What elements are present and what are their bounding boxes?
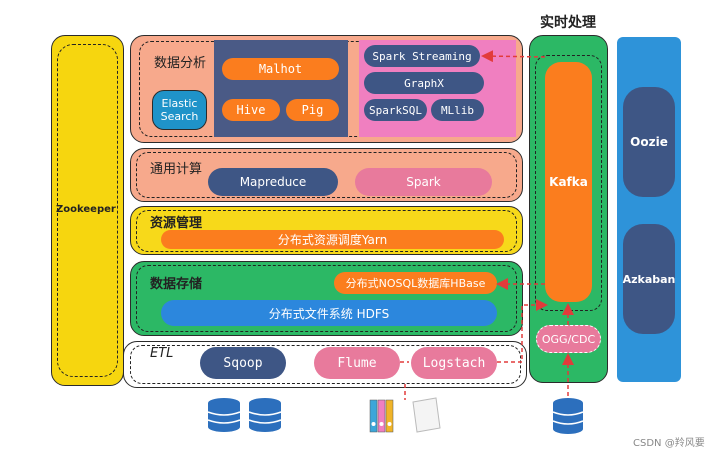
zookeeper-label: Zookeeper bbox=[56, 204, 116, 215]
mllib-node: MLlib bbox=[431, 99, 484, 121]
kafka-node: Kafka bbox=[545, 62, 592, 302]
zookeeper-panel: Zookeeper bbox=[51, 35, 124, 386]
malhot-node: Malhot bbox=[222, 58, 339, 80]
analysis-title: 数据分析 bbox=[154, 56, 207, 71]
logstach-node: Logstach bbox=[411, 347, 497, 379]
yarn-node: 分布式资源调度Yarn bbox=[161, 230, 504, 249]
hdfs-node: 分布式文件系统 HDFS bbox=[161, 300, 497, 326]
spark-node: Spark bbox=[355, 168, 492, 196]
sqoop-node: Sqoop bbox=[200, 347, 286, 379]
ogg-cdc-node: OGG/CDC bbox=[536, 325, 601, 353]
azkaban-node: Azkaban bbox=[623, 224, 675, 334]
resource-title: 资源管理 bbox=[150, 216, 203, 231]
resource-inner-border bbox=[136, 210, 517, 252]
database-icon-3 bbox=[552, 398, 584, 434]
compute-inner-border bbox=[136, 152, 517, 198]
hbase-node: 分布式NOSQL数据库HBase bbox=[334, 272, 497, 294]
spark-streaming-node: Spark Streaming bbox=[364, 45, 480, 67]
compute-title: 通用计算 bbox=[150, 162, 203, 177]
oozie-node: Oozie bbox=[623, 87, 675, 197]
binder-folders-icon bbox=[369, 399, 394, 433]
sparksql-node: SparkSQL bbox=[364, 99, 427, 121]
storage-inner-border bbox=[136, 265, 517, 332]
flume-node: Flume bbox=[314, 347, 400, 379]
hive-node: Hive bbox=[222, 99, 280, 121]
graphx-node: GraphX bbox=[364, 72, 484, 94]
document-icon bbox=[412, 397, 441, 433]
database-icon-2 bbox=[248, 398, 282, 432]
mapreduce-node: Mapreduce bbox=[208, 168, 338, 196]
etl-title: ETL bbox=[150, 346, 174, 361]
database-icon-1 bbox=[207, 398, 241, 432]
realtime-title: 实时处理 bbox=[540, 15, 596, 31]
elasticsearch-node: Elastic Search bbox=[152, 90, 207, 130]
analysis-hadoop-block bbox=[214, 40, 348, 137]
storage-title: 数据存储 bbox=[150, 277, 203, 292]
pig-node: Pig bbox=[286, 99, 339, 121]
watermark: CSDN @羚风要 bbox=[633, 438, 705, 449]
etl-inner-border bbox=[130, 345, 521, 384]
